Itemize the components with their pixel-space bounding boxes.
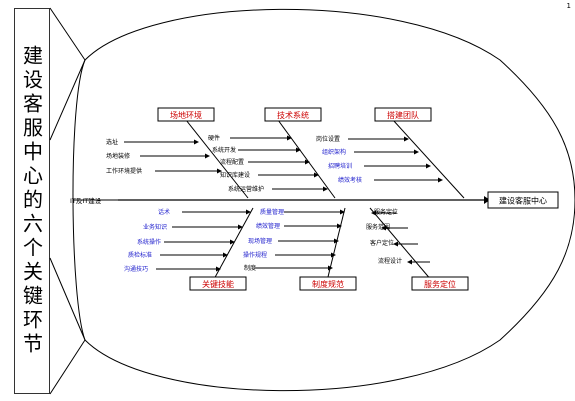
cause-key-2: 系统操作 <box>137 238 161 246</box>
cause-tech-0: 硬件 <box>208 134 220 142</box>
page-mark: 1 <box>566 2 571 10</box>
category-key: 关键技能 <box>189 276 247 291</box>
category-service-label: 服务定位 <box>424 279 456 289</box>
category-tech-label: 技术系统 <box>277 110 309 120</box>
category-team: 搭建团队 <box>374 107 432 122</box>
category-tech: 技术系统 <box>264 107 322 122</box>
rib-team <box>392 119 465 199</box>
cause-system-1: 绩效管理 <box>256 222 280 230</box>
cause-tech-1: 系统开发 <box>212 146 236 154</box>
cause-team-0: 岗位设置 <box>316 135 340 143</box>
causes-key: 话术 业务知识 系统操作 质检标准 沟通技巧 <box>124 208 251 273</box>
category-site-label: 场地环境 <box>170 110 202 120</box>
cause-tech-4: 系统运营维护 <box>228 185 264 193</box>
cause-key-3: 质检标准 <box>128 251 152 259</box>
category-system-label: 制度规范 <box>312 279 344 289</box>
cause-system-4: 制度 <box>244 264 256 272</box>
cause-site-0: 选址 <box>106 138 118 146</box>
rib-tech <box>277 119 336 199</box>
cause-service-2: 客户定位 <box>370 239 394 247</box>
cause-team-1: 组织架构 <box>322 148 346 156</box>
cause-service-3: 流程设计 <box>378 257 402 265</box>
cause-team-2: 招聘培训 <box>328 162 352 170</box>
cause-system-0: 质量管理 <box>260 208 284 216</box>
category-system: 制度规范 <box>299 276 357 291</box>
head-box <box>487 191 559 209</box>
side-title-box: 建设客服中心的六个关键环节 <box>14 8 50 394</box>
head-label: 建设客服中心 <box>499 196 547 206</box>
cause-key-4: 沟通技巧 <box>124 265 148 273</box>
side-title: 建设客服中心的六个关键环节 <box>19 45 44 357</box>
category-key-label: 关键技能 <box>202 279 234 289</box>
cause-tech-2: 流程配置 <box>220 158 244 166</box>
causes-team: 岗位设置 组织架构 招聘培训 绩效考核 <box>316 135 443 184</box>
spine-label: IT及IT建设 <box>70 196 102 205</box>
category-team-label: 搭建团队 <box>387 110 419 120</box>
cause-team-3: 绩效考核 <box>338 176 362 184</box>
cause-site-1: 场地装修 <box>106 152 130 160</box>
cause-key-1: 业务知识 <box>143 223 167 231</box>
cause-key-0: 话术 <box>158 208 170 216</box>
fish-body <box>72 8 575 392</box>
causes-tech: 硬件 系统开发 流程配置 知识库建设 系统运营维护 <box>208 134 328 193</box>
cause-service-1: 服务范围 <box>366 223 390 231</box>
cause-tech-3: 知识库建设 <box>220 171 250 179</box>
causes-service: 服务定位 服务范围 客户定位 流程设计 <box>366 208 430 265</box>
cause-system-2: 现场管理 <box>248 237 272 245</box>
category-service: 服务定位 <box>411 276 469 291</box>
causes-site: 选址 场地装修 工作环境提供 <box>106 138 222 175</box>
cause-system-3: 操作规程 <box>243 251 267 259</box>
cause-service-0: 服务定位 <box>374 208 398 216</box>
rib-site <box>185 119 249 199</box>
causes-system: 质量管理 绩效管理 现场管理 操作规程 制度 <box>243 208 345 272</box>
rib-system <box>326 207 346 282</box>
cause-site-2: 工作环境提供 <box>106 167 142 175</box>
spine-arrowhead <box>484 196 490 204</box>
category-site: 场地环境 <box>157 107 215 122</box>
